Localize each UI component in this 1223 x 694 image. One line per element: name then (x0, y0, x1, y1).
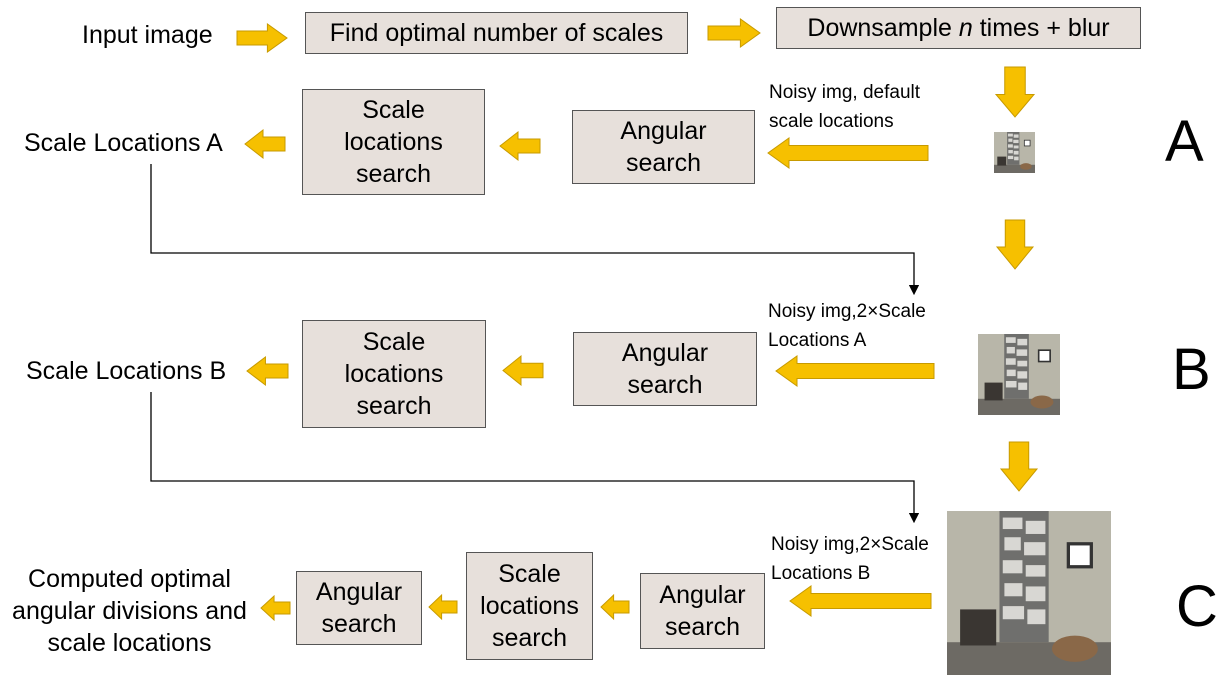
note-b-line2: Locations A (768, 330, 867, 351)
arrow-down-b-to-c (999, 441, 1039, 492)
scale-locations-search-text-a: Scale locations search (344, 94, 443, 190)
note-b-line1: Noisy img,2×Scale (768, 301, 926, 322)
angular-c2-line2: search (321, 610, 397, 638)
scale-search-a-line1: Scale (362, 96, 425, 124)
arrow-scale-b-to-label (246, 355, 289, 387)
scale-search-b-line2: locations (344, 360, 444, 388)
room-photo-icon (947, 511, 1111, 675)
connector-a-to-b (150, 164, 920, 296)
note-c-line1: Noisy img,2×Scale (771, 534, 929, 555)
find-optimal-scales-box[interactable]: Find optimal number of scales (305, 12, 688, 54)
scale-search-c-line3: search (491, 624, 568, 652)
final-output-label: Computed optimal angular divisions and s… (2, 563, 257, 659)
angular-search-box-c[interactable]: Angular search (640, 573, 765, 649)
note-c-line2: Locations B (771, 563, 871, 584)
find-optimal-scales-label: Find optimal number of scales (329, 19, 664, 47)
note-a-line2: scale locations (769, 111, 894, 132)
arrow-angular-a-to-scale (499, 130, 541, 162)
note-a-line1: Noisy img, default (769, 82, 921, 103)
scale-locations-search-box-b[interactable]: Scale locations search (302, 320, 486, 428)
scale-search-b-line1: Scale (362, 328, 426, 356)
downsample-label-pre: Downsample (807, 14, 959, 42)
final-line2: angular divisions and (12, 597, 247, 625)
angular-b-line2: search (627, 371, 703, 399)
angular-c2-line1: Angular (315, 578, 403, 606)
arrow-note-c-to-angular (789, 585, 932, 617)
arrow-scale-c-to-angular (428, 593, 458, 621)
scale-search-b-line3: search (356, 392, 432, 420)
angular-c1-line2: search (664, 613, 741, 641)
input-image-label: Input image (82, 21, 213, 49)
final-line1: Computed optimal (28, 565, 231, 593)
scale-search-c-line1: Scale (498, 560, 561, 588)
angular-a-line1: Angular (620, 117, 707, 145)
note-a: Noisy img, default scale locations (769, 78, 920, 136)
arrow-find-to-downsample (707, 18, 761, 48)
scale-search-c-line2: locations (480, 592, 579, 620)
stage-b-label: B (1172, 337, 1211, 402)
angular-search-text-c: Angular search (659, 579, 745, 643)
angular-search-text-b: Angular search (622, 337, 708, 401)
room-photo-icon (978, 334, 1060, 415)
arrow-down-a-to-b (995, 219, 1035, 270)
arrow-angular-c-to-scale (600, 593, 630, 621)
arrow-downsample-down (994, 66, 1036, 118)
scale-locations-search-box-a[interactable]: Scale locations search (302, 89, 485, 195)
stage-a-label: A (1165, 109, 1204, 174)
angular-search-text-a: Angular search (620, 115, 706, 179)
connector-b-to-c (150, 392, 920, 524)
downsample-box[interactable]: Downsample n times + blur (776, 7, 1141, 49)
angular-c1-line1: Angular (659, 581, 746, 609)
downsample-label-post: times + blur (972, 14, 1110, 42)
arrow-angular-b-to-scale (502, 354, 544, 387)
scale-locations-a-label: Scale Locations A (24, 129, 223, 157)
room-photo-icon (994, 132, 1035, 173)
thumbnail-medium (978, 334, 1060, 415)
downsample-label: Downsample n times + blur (807, 12, 1109, 44)
scale-locations-search-text-b: Scale locations search (345, 326, 444, 422)
scale-search-a-line3: search (355, 160, 432, 188)
scale-locations-search-box-c[interactable]: Scale locations search (466, 552, 593, 660)
note-c: Noisy img,2×Scale Locations B (771, 530, 929, 588)
arrow-note-b-to-angular (775, 355, 935, 387)
scale-search-a-line2: locations (344, 128, 443, 156)
arrow-note-a-to-angular (767, 137, 929, 169)
arrow-angular-final-to-label (260, 594, 291, 622)
stage-c-label: C (1176, 574, 1218, 639)
angular-search-box-c-final[interactable]: Angular search (296, 571, 422, 645)
arrow-scale-a-to-label (244, 128, 286, 160)
angular-b-line1: Angular (621, 339, 709, 367)
thumbnail-large (947, 511, 1111, 675)
final-line3: scale locations (47, 629, 212, 657)
thumbnail-small (994, 132, 1035, 173)
angular-a-line2: search (625, 149, 702, 177)
note-b: Noisy img,2×Scale Locations A (768, 297, 926, 355)
scale-locations-b-label: Scale Locations B (26, 357, 227, 385)
angular-search-box-a[interactable]: Angular search (572, 110, 755, 184)
arrow-input-to-find (236, 23, 288, 53)
angular-search-text-c-final: Angular search (316, 576, 402, 640)
angular-search-box-b[interactable]: Angular search (573, 332, 757, 406)
scale-locations-search-text-c: Scale locations search (480, 558, 579, 654)
downsample-label-n: n (958, 14, 973, 42)
